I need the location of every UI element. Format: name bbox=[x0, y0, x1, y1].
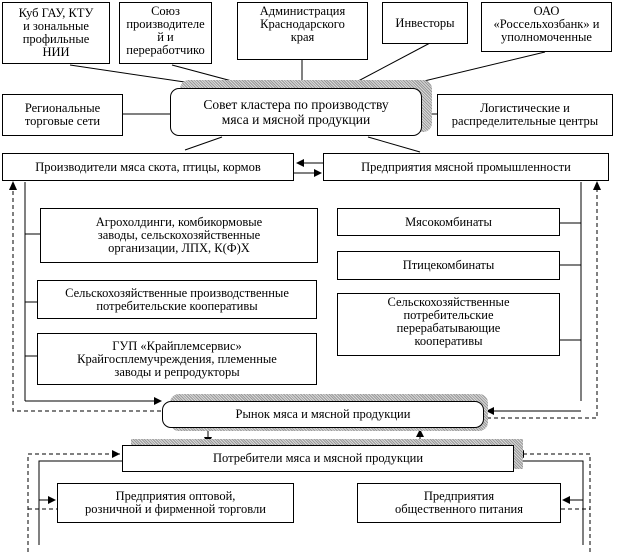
box-administration: Администрация Краснодарского края bbox=[237, 2, 368, 60]
box-meat-consumers: Потребители мяса и мясной продукции bbox=[122, 445, 514, 472]
box-meat-market: Рынок мяса и мясной продукции bbox=[162, 401, 484, 428]
box-kubgau: Куб ГАУ, КТУ и зональные профильные НИИ bbox=[2, 2, 110, 64]
dashed-left-to-consumers bbox=[27, 453, 120, 552]
dashed-market-to-producers bbox=[12, 186, 161, 412]
line-council-industry bbox=[367, 136, 421, 153]
box-agroholdings: Агрохолдинги, комбикормовые заводы, сель… bbox=[40, 208, 318, 263]
box-meat-plants: Мясокомбинаты bbox=[337, 208, 560, 236]
box-trade-enterprises: Предприятия оптовой, розничной и фирменн… bbox=[57, 483, 294, 523]
box-meat-producers: Производители мяса скота, птицы, кормов bbox=[2, 153, 294, 181]
box-agricultural-coops: Сельскохозяйственные производственные по… bbox=[37, 280, 317, 319]
box-producers-union: Союз производителе й и переработчико bbox=[119, 2, 212, 64]
box-logistics-centers: Логистические и распределительные центры bbox=[437, 94, 613, 136]
box-poultry-plants: Птицекомбинаты bbox=[337, 251, 560, 280]
arrow-right-solid-to-consumers bbox=[514, 460, 584, 500]
arrow-left-solid-to-trade bbox=[38, 496, 56, 545]
arrow-right-solid-to-catering bbox=[562, 496, 584, 545]
box-cluster-council: Совет кластера по производству мяса и мя… bbox=[170, 88, 422, 136]
dashed-right-to-consumers bbox=[516, 453, 591, 552]
arrow-left-solid-to-consumers bbox=[38, 460, 122, 500]
box-rosselkhozbank: ОАО «Россельхозбанк» и уполномоченные bbox=[481, 2, 612, 52]
box-regional-retail: Региональные торговые сети bbox=[2, 94, 123, 136]
dashed-market-to-industry bbox=[487, 186, 598, 419]
line-council-producers bbox=[184, 136, 223, 151]
box-investors: Инвесторы bbox=[382, 2, 468, 44]
box-processing-coops: Сельскохозяйственные потребительские пер… bbox=[337, 293, 560, 356]
box-meat-industry: Предприятия мясной промышленности bbox=[323, 153, 609, 181]
box-kraiplemservis: ГУП «Крайплемсервис» Крайгосплемучрежден… bbox=[37, 333, 317, 385]
box-catering-enterprises: Предприятия общественного питания bbox=[357, 483, 561, 523]
